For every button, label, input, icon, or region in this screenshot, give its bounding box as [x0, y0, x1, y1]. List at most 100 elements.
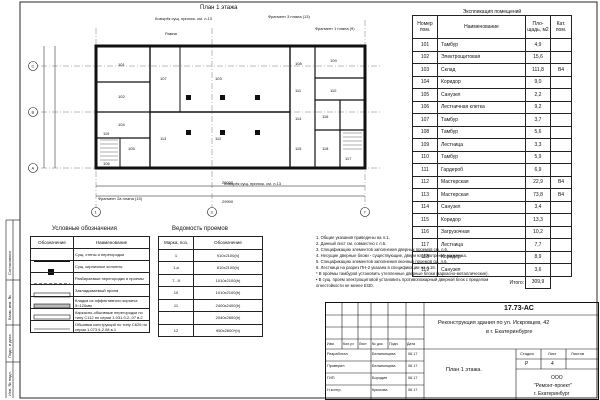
org-line3: г. Екатеринбург	[534, 391, 570, 397]
room-tag-117: 117	[345, 156, 352, 161]
side-label-inv: Инв. № подл.	[7, 371, 12, 396]
room-name: Лестница	[437, 138, 526, 152]
room-tag-106: 106	[103, 161, 110, 166]
stamp-date: 06.17	[408, 376, 418, 380]
room-tag-112: 112	[215, 136, 222, 141]
legend-row: Каркасно-обшивные перегородки по типу С1…	[30, 308, 150, 321]
room-name: Санузел	[437, 88, 526, 102]
legend-name: Разбираемые перегородки и проемы	[73, 272, 150, 285]
opening-size: 1010х2100(h)	[193, 273, 263, 287]
axis-c-label: С	[32, 64, 35, 69]
axis-b-label: В	[32, 110, 35, 115]
legend-name: Сущ. кирпичные колонны	[73, 260, 150, 273]
room-name: Тамбур	[437, 38, 526, 52]
room-tag-109: 109	[330, 58, 337, 63]
legend-name: Сущ. стены и перегородки	[73, 248, 150, 261]
room-area: 3,4	[525, 200, 551, 214]
opening-size: 950х2600*(h)	[193, 323, 263, 337]
project-city: в г. Екатеринбурге	[486, 329, 533, 335]
legend-title: Условные обозначения	[52, 226, 117, 232]
stage-value: Р	[525, 361, 529, 367]
room-number: 115	[412, 213, 438, 227]
opening-mark: 7...9	[158, 273, 194, 287]
room-tags: 101 102 103 104 105 106 107 108 109 110 …	[103, 58, 352, 166]
room-name: Тамбур	[437, 113, 526, 127]
room-area: 111,8	[525, 63, 551, 77]
room-tag-110: 110	[330, 88, 337, 93]
opening-size: 910х2100(h)	[193, 248, 263, 262]
axis-a-label: А	[32, 166, 35, 171]
room-category	[550, 88, 572, 102]
openings-col-desc: Обозначение	[193, 236, 263, 250]
frag2-label: Фрагмент 2а плана (15)	[98, 196, 143, 201]
room-tag-107: 107	[160, 76, 167, 81]
stamp-person: Беланонцева	[372, 352, 396, 356]
note-line: 2. Данный лист см. совместно с л.5.	[316, 241, 387, 246]
room-number: 111	[412, 163, 438, 177]
room-area: 9,2	[525, 100, 551, 114]
opening-mark: 11	[158, 298, 194, 312]
stamp-person: Бородин	[372, 376, 388, 380]
room-tag-105: 105	[128, 146, 135, 151]
note-line: 4. Несущие дверные блоки - существующие,…	[316, 253, 467, 258]
note-line: 6. Лестница на разрез ПН-2 указана в спе…	[316, 265, 436, 270]
room-number: 103	[412, 63, 438, 77]
org-line1: ООО	[551, 375, 563, 381]
room-table-title: Экспликация помещений	[462, 9, 522, 15]
room-col-number: Номер пом.	[412, 15, 438, 39]
room-category	[550, 200, 572, 214]
legend-row: Сущ. стены и перегородки	[30, 248, 150, 261]
side-label-replace: Взам. инв. №	[7, 295, 12, 320]
room-category	[550, 225, 572, 239]
stamp-role: Н.контр.	[327, 388, 342, 392]
project-code: 17.73-АС	[504, 305, 534, 312]
room-area: 5,6	[525, 125, 551, 139]
room-tag-119: 119	[103, 131, 110, 136]
legend-symbol-cell	[30, 284, 74, 297]
dim-total-outer: 29900	[222, 199, 234, 204]
room-tag-102: 102	[118, 94, 125, 99]
stamp-date: 06.17	[408, 388, 418, 392]
legend-row: Разбираемые перегородки и проемы	[30, 272, 150, 285]
stamp-person: Беланонцева	[372, 364, 396, 368]
room-number: 112	[412, 175, 438, 189]
legend-row: Закладываемый проем	[30, 284, 150, 297]
roof-label-bottom: Козырёк сущ. прилож. см. л.13	[224, 181, 282, 186]
title-block-grid	[326, 303, 598, 399]
room-area: 3,7	[525, 113, 551, 127]
room-col-cat: Кат. пом.	[550, 15, 572, 39]
room-name: Коридор	[437, 75, 526, 89]
dim-total: 29000	[222, 180, 234, 185]
opening-size: 810х2100(h)	[193, 261, 263, 275]
stamp-role: Разработал	[327, 352, 348, 356]
stamp-date: 06.17	[408, 352, 418, 356]
legend-col-name: Наименование	[73, 236, 150, 249]
side-label-sign: Подп. и дата	[7, 334, 12, 358]
org-line2: "Ремонт-проект"	[534, 383, 572, 389]
legend-symbol-cell	[30, 248, 74, 261]
room-category: В4	[550, 175, 572, 189]
legend-table: Обозначение Наименование Сущ. стены и пе…	[30, 236, 150, 333]
room-category: В4	[550, 63, 572, 77]
sheets-label: Листов	[571, 351, 584, 356]
opening-mark: 1,а	[158, 261, 194, 275]
stamp-role: ГИП	[327, 376, 335, 380]
room-tag-114: 114	[295, 116, 302, 121]
room-name: Гардероб	[437, 163, 526, 177]
room-area: 5,9	[525, 150, 551, 164]
room-category	[550, 213, 572, 227]
frag3-label: Фрагмент 3 плана (13)	[268, 14, 310, 19]
room-number: 108	[412, 125, 438, 139]
room-category	[550, 38, 572, 52]
stamp-col-header: Подп.	[389, 342, 399, 346]
dimension-lines	[43, 46, 365, 197]
room-number: 109	[412, 138, 438, 152]
legend-col-symbol: Обозначение	[30, 236, 74, 249]
room-number: 105	[412, 88, 438, 102]
